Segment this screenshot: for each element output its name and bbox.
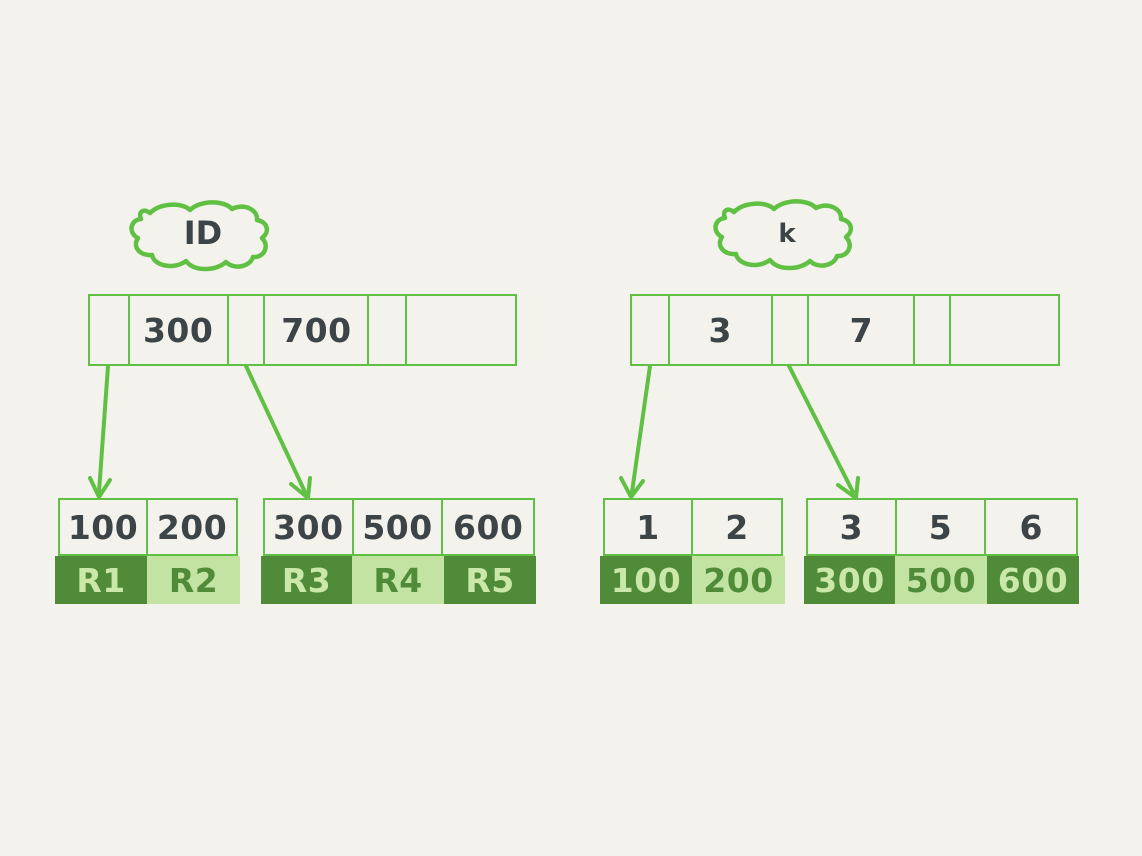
right-root-pointer-1[interactable]	[773, 296, 810, 364]
left-leaf-2[interactable]: 300 500 600 R3 R4 R5	[261, 498, 536, 604]
arrow-right-ptr0-to-leaf1	[630, 364, 652, 494]
left-leaf-1-keys: 100 200	[58, 498, 238, 556]
right-leaf-2[interactable]: 3 5 6 300 500 600	[804, 498, 1079, 604]
left-leaf-1[interactable]: 100 200 R1 R2	[55, 498, 240, 604]
cloud-label-id-text: ID	[183, 214, 223, 252]
cloud-label-k-text: k	[778, 219, 796, 249]
left-leaf-1-value-1[interactable]: R2	[147, 556, 240, 604]
left-root-key-2[interactable]	[407, 296, 515, 364]
right-root-pointer-0[interactable]	[632, 296, 670, 364]
right-leaf-1-key-0[interactable]: 1	[605, 500, 694, 554]
left-root-key-0[interactable]: 300	[130, 296, 229, 364]
right-leaf-2-values: 300 500 600	[804, 556, 1079, 604]
right-root-key-0[interactable]: 3	[670, 296, 773, 364]
left-leaf-1-value-0[interactable]: R1	[55, 556, 147, 604]
arrow-head-left-1	[88, 476, 112, 499]
left-root-pointer-0[interactable]	[90, 296, 130, 364]
left-root-node[interactable]: 300 700	[88, 294, 517, 366]
right-leaf-1-key-1[interactable]: 2	[725, 507, 749, 547]
cloud-label-k: k	[722, 197, 852, 271]
arrow-left-ptr0-to-leaf1	[97, 364, 110, 494]
right-leaf-2-key-0[interactable]: 3	[808, 500, 897, 554]
left-leaf-2-keys: 300 500 600	[263, 498, 535, 556]
left-leaf-2-values: R3 R4 R5	[261, 556, 536, 604]
right-leaf-1-value-0[interactable]: 100	[600, 556, 692, 604]
right-leaf-2-keys: 3 5 6	[806, 498, 1078, 556]
left-root-pointer-1[interactable]	[229, 296, 266, 364]
right-leaf-2-value-1[interactable]: 500	[895, 556, 987, 604]
left-leaf-2-key-0[interactable]: 300	[265, 500, 354, 554]
right-leaf-1-values: 100 200	[600, 556, 785, 604]
left-leaf-1-values: R1 R2	[55, 556, 240, 604]
left-leaf-2-value-2[interactable]: R5	[444, 556, 536, 604]
right-root-node[interactable]: 3 7	[630, 294, 1060, 366]
left-leaf-1-key-1[interactable]: 200	[156, 507, 228, 547]
left-leaf-2-value-0[interactable]: R3	[261, 556, 352, 604]
right-leaf-2-value-0[interactable]: 300	[804, 556, 895, 604]
left-root-key-1[interactable]: 700	[265, 296, 370, 364]
right-leaf-2-key-1[interactable]: 5	[897, 500, 987, 554]
cloud-outline-k	[713, 199, 854, 271]
arrow-right-ptr1-to-leaf2	[787, 364, 855, 494]
right-leaf-1[interactable]: 1 2 100 200	[600, 498, 785, 604]
left-leaf-1-key-0[interactable]: 100	[60, 500, 149, 554]
right-leaf-2-key-2[interactable]: 6	[1019, 507, 1043, 547]
right-leaf-1-keys: 1 2	[603, 498, 783, 556]
right-root-pointer-2[interactable]	[915, 296, 952, 364]
arrow-head-right-1	[619, 476, 645, 499]
left-root-pointer-2[interactable]	[369, 296, 408, 364]
right-root-key-1[interactable]: 7	[809, 296, 916, 364]
arrow-left-ptr1-to-leaf2	[244, 364, 307, 494]
cloud-label-id: ID	[138, 198, 268, 272]
right-leaf-1-value-1[interactable]: 200	[692, 556, 785, 604]
left-leaf-2-value-1[interactable]: R4	[352, 556, 444, 604]
left-leaf-2-key-2[interactable]: 600	[452, 507, 524, 547]
cloud-outline-id	[129, 200, 270, 272]
right-leaf-2-value-2[interactable]: 600	[987, 556, 1079, 604]
left-leaf-2-key-1[interactable]: 500	[354, 500, 444, 554]
right-root-key-2[interactable]	[951, 296, 1058, 364]
